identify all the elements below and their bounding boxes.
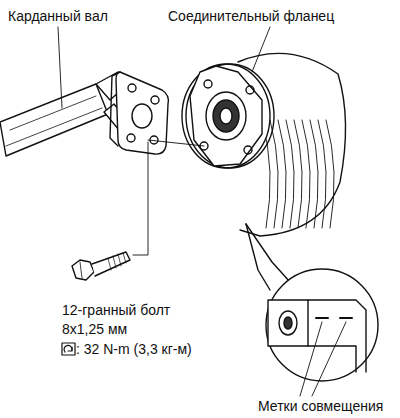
housing-fin xyxy=(302,120,310,228)
part-label: 8x1,25 мм xyxy=(62,321,127,337)
housing-fin xyxy=(286,120,294,228)
leader-line xyxy=(58,27,62,108)
leader-line xyxy=(133,142,148,255)
housing-fin xyxy=(310,120,318,228)
housing-fin xyxy=(278,120,286,228)
housing-fin xyxy=(318,120,326,228)
leader-line xyxy=(148,140,204,146)
housing-fin xyxy=(294,120,302,228)
twelve-point-bolt xyxy=(72,252,130,280)
propeller-shaft xyxy=(0,72,168,156)
part-label: Карданный вал xyxy=(8,8,108,24)
part-label: Метки совмещения xyxy=(258,398,383,414)
leader-line xyxy=(252,27,270,72)
part-label: : 32 N-m (3,3 кг-м) xyxy=(76,341,192,357)
housing-fin xyxy=(326,120,334,228)
part-label: Соединительный фланец xyxy=(168,8,334,24)
alignment-detail xyxy=(246,224,378,396)
part-label: 12-гранный болт xyxy=(62,302,170,318)
torque-symbol xyxy=(62,343,75,355)
companion-flange xyxy=(182,64,274,168)
